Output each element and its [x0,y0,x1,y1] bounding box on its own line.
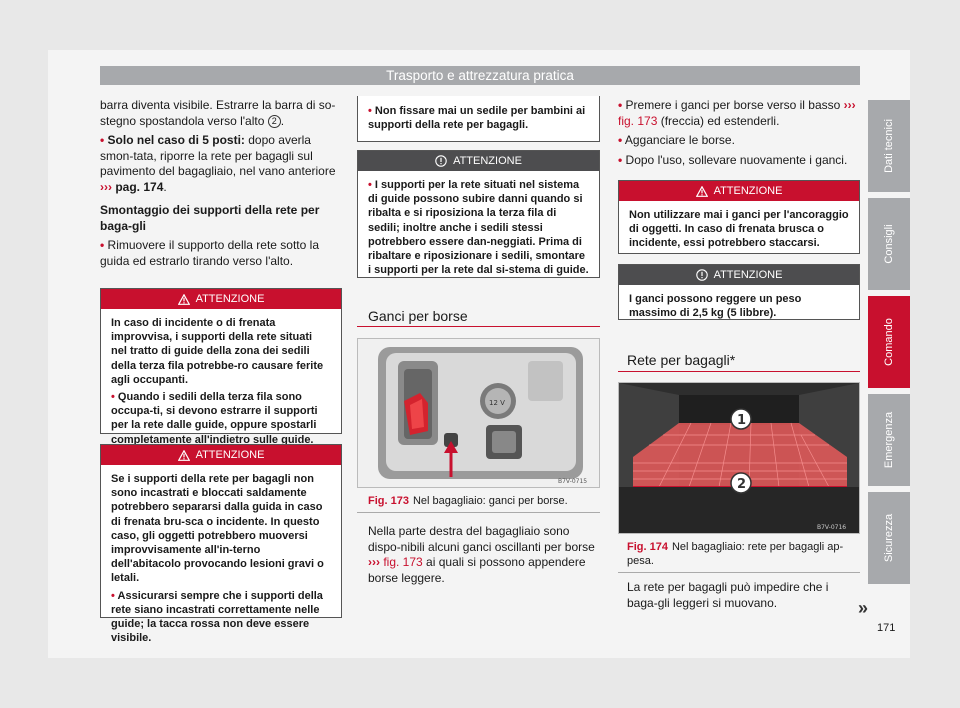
warning-box: ATTENZIONE I ganci possono reggere un pe… [618,264,860,320]
tab-sicurezza[interactable]: Sicurezza [868,492,910,584]
bullet-item: • Solo nel caso di 5 posti: dopo averla … [100,133,336,194]
warning-box: ATTENZIONE In caso di incidente o di fre… [100,288,342,446]
svg-text:12 V: 12 V [489,399,505,407]
warning-box: ATTENZIONE Non utilizzare mai i ganci pe… [618,180,860,254]
bullet-icon: • [618,152,623,167]
paragraph-continuation: barra diventa visibile. Estrarre la barr… [100,98,336,128]
warning-header: ATTENZIONE [101,289,341,309]
figure-link[interactable]: fig. 173 [383,555,423,569]
warning-box: ATTENZIONE • I supporti per la rete situ… [357,150,600,278]
warning-header: ATTENZIONE [358,151,599,171]
svg-text:B7V-0715: B7V-0715 [558,478,587,485]
bullet-item: • Agganciare le borse. [618,133,735,147]
svg-text:B7V-0716: B7V-0716 [817,524,846,531]
caption-divider [618,572,860,573]
warning-box: ATTENZIONE Se i supporti della rete per … [100,444,342,644]
section-title: Ganci per borse [368,308,468,324]
warning-icon [177,449,190,461]
tab-comando[interactable]: Comando [868,296,910,388]
warning-icon [695,185,708,197]
bag-hooks-illustration: 12 V B7V-0715 [358,339,599,487]
column-2-text: Nella parte destra del bagagliaio sono d… [368,524,595,585]
svg-text:1: 1 [737,413,746,428]
info-icon [435,155,447,167]
warning-header: ATTENZIONE [101,445,341,465]
bullet-icon: • [111,589,115,602]
page-header: Trasporto e attrezzatura pratica [100,66,860,85]
figure-174: 1 2 B7V-0716 [618,382,860,534]
caption-divider [357,512,600,513]
bullet-item: • Dopo l'uso, sollevare nuovamente i gan… [618,152,848,167]
continue-icon: » [858,598,869,618]
section-title: Rete per bagagli* [627,352,736,368]
svg-text:2: 2 [737,477,746,492]
luggage-net-illustration: 1 2 B7V-0716 [619,383,859,533]
section-divider [618,371,860,372]
bullet-icon: • [111,391,115,404]
bullet-icon: • [100,133,105,147]
bullet-item: • Rimuovere il supporto della rete sotto… [100,238,319,268]
section-divider [357,326,600,327]
callout-number: 2 [267,114,281,128]
page-link[interactable]: pag. 174 [115,179,164,194]
bullet-icon: • [618,133,623,147]
column-3: • Premere i ganci per borse verso il bas… [618,98,860,172]
subheading: Smontaggio dei supporti della rete per b… [100,203,320,233]
warning-icon [177,293,190,305]
bullet-icon: • [368,105,372,117]
tab-emergenza[interactable]: Emergenza [868,394,910,486]
info-icon [695,269,708,281]
column-1: barra diventa visibile. Estrarre la barr… [100,98,342,273]
tab-consigli[interactable]: Consigli [868,198,910,290]
column-3-text: La rete per bagagli può impedire che i b… [627,580,829,610]
tab-dati-tecnici[interactable]: Dati tecnici [868,100,910,192]
bullet-icon: • [368,179,372,191]
bullet-icon: • [618,98,623,112]
figure-link[interactable]: fig. 173 [618,113,658,128]
warning-header: ATTENZIONE [619,181,859,201]
warning-box-continued: • Non fissare mai un sedile per bambini … [357,96,600,142]
bullet-item: • Premere i ganci per borse verso il bas… [618,98,856,128]
warning-header: ATTENZIONE [619,265,859,285]
page-number: 171 [877,622,896,634]
bullet-icon: • [100,238,105,252]
figure-173: 12 V B7V-0715 [357,338,600,488]
